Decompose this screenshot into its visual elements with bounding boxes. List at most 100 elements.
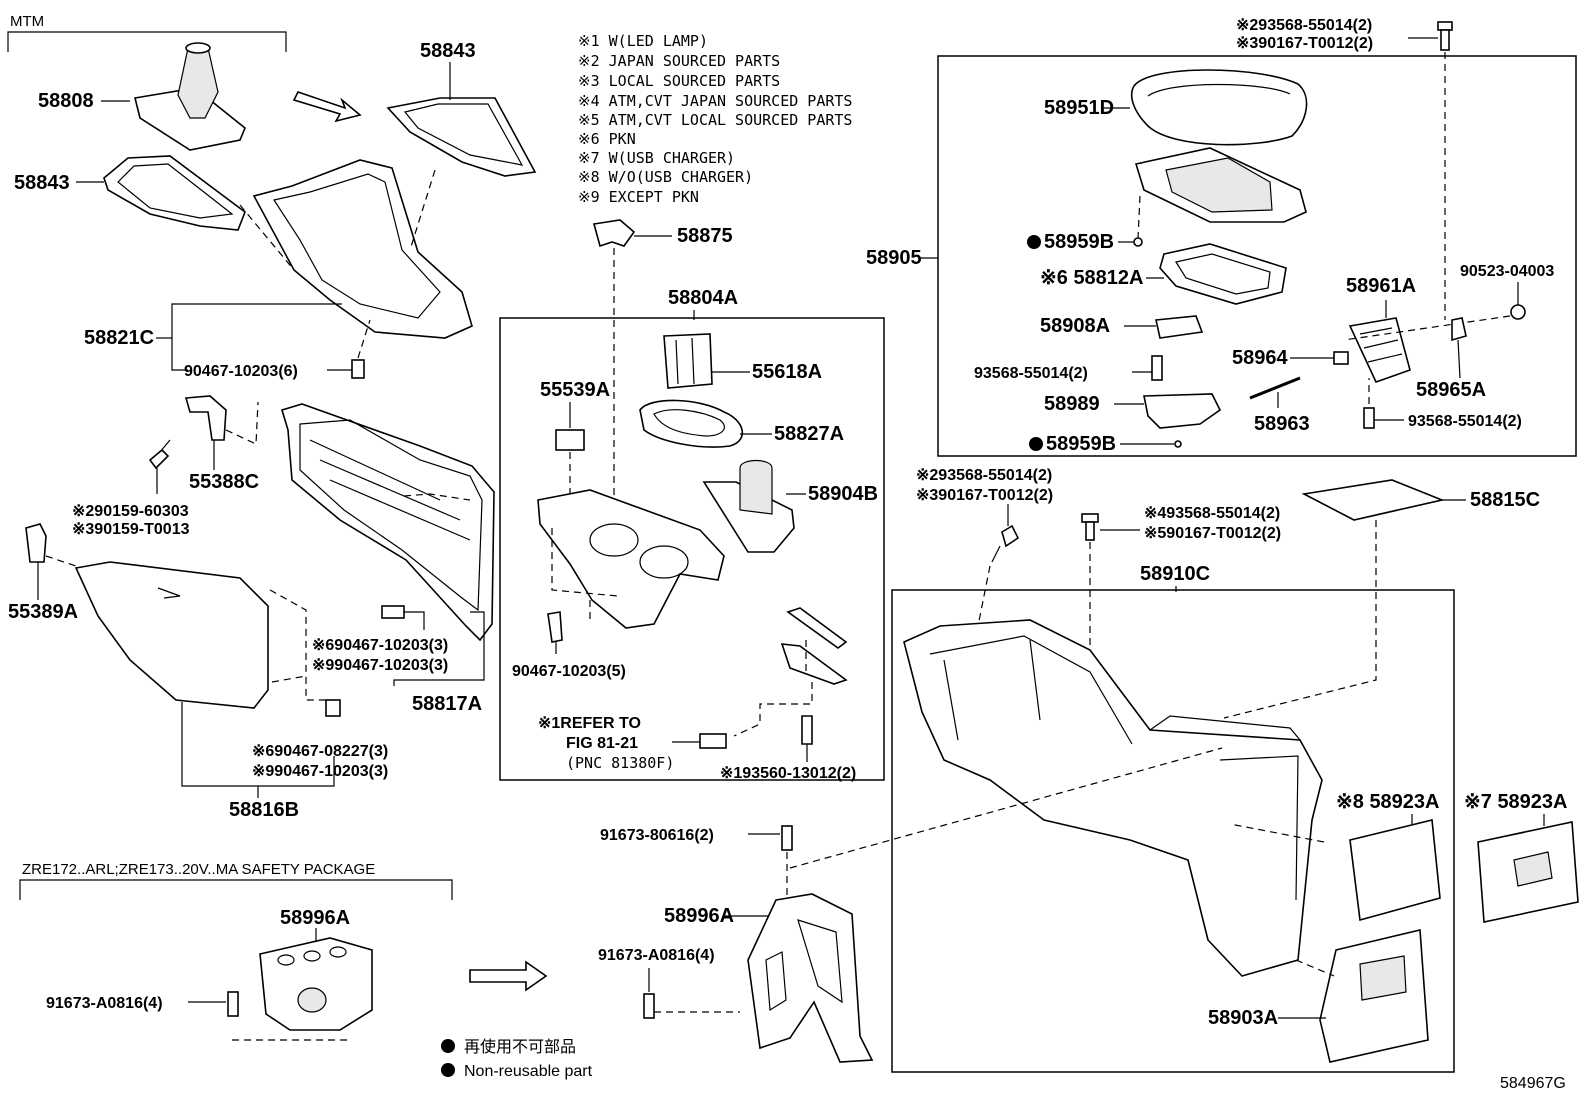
mat-55618a-part [663, 333, 713, 389]
cup-holder-base-part [537, 489, 725, 629]
bracket-58989-part [1143, 393, 1222, 429]
label-58910c: 58910C [1140, 563, 1210, 585]
clip-58875-part [592, 219, 636, 248]
label-90467-10203-3c: ※990467-10203(3) [252, 763, 388, 780]
legend-text-en: Non-reusable part [464, 1063, 593, 1080]
console-box-part [903, 619, 1323, 977]
label-58996a-center: 58996A [664, 905, 734, 927]
armrest-group-box [937, 55, 1577, 457]
label-58923a-7: ※7 58923A [1464, 791, 1568, 813]
label-55539a: 55539A [540, 379, 610, 401]
label-58817a: 58817A [412, 693, 482, 715]
label-58965a: 58965A [1416, 379, 1486, 401]
label-mid-bolt-3: ※493568-55014(2) [1144, 505, 1280, 522]
label-58875: 58875 [677, 225, 733, 247]
safety-package-bracket [19, 879, 453, 900]
label-mid-bolt-2: ※390167-T0012(2) [916, 487, 1053, 504]
bracket-55389a-part [25, 523, 47, 563]
armrest-tray-part [1134, 147, 1307, 223]
note-8: ※8 W/O(USB CHARGER) [578, 168, 753, 186]
label-91673-a0816-center: 91673-A0816(4) [598, 947, 715, 964]
cover-58923a-w-o-usb-part [1349, 819, 1441, 922]
bracket-58996a-left-part [259, 937, 373, 1031]
label-58843-top: 58843 [420, 40, 476, 62]
cup-holder-58904b-part [702, 459, 795, 553]
shift-boot-part [134, 42, 246, 151]
label-mid-bolt-1: ※293568-55014(2) [916, 467, 1052, 484]
arrow-mtm-right [292, 91, 362, 123]
label-58963: 58963 [1254, 413, 1310, 435]
label-55389a: 55389A [8, 601, 78, 623]
label-58808: 58808 [38, 90, 94, 112]
label-90159-t0013: ※390159-T0013 [72, 521, 190, 538]
label-58959b-top: 58959B [1044, 231, 1114, 253]
lamp-bracket-part [780, 607, 848, 685]
label-93568-55014-right: 93568-55014(2) [1408, 413, 1522, 430]
mtm-bracket [7, 31, 287, 52]
label-58903a: 58903A [1208, 1007, 1278, 1029]
bracket-55388c-part [184, 395, 227, 441]
screw-93560-part [801, 715, 813, 745]
label-90159-60303: ※290159-60303 [72, 503, 189, 520]
note-7: ※7 W(USB CHARGER) [578, 149, 735, 167]
mid-bolt-left-part [991, 524, 1020, 563]
label-55388c: 55388C [189, 471, 259, 493]
label-93568-55014-left: 93568-55014(2) [974, 365, 1088, 382]
label-mid-bolt-4: ※590167-T0012(2) [1144, 525, 1281, 542]
nonreusable-dot-bottom [1029, 437, 1043, 451]
label-93560-13012: ※193560-13012(2) [720, 765, 856, 782]
side-panel-right-part [281, 403, 495, 642]
label-top-bolt-1: ※293568-55014(2) [1236, 17, 1372, 34]
mtm-label: MTM [10, 13, 44, 30]
label-58904b: 58904B [808, 483, 878, 505]
screw-90159-part [148, 439, 171, 470]
safety-package-label: ZRE172..ARL;ZRE173..20V..MA SAFETY PACKA… [22, 861, 375, 878]
label-91673-a0816-left: 91673-A0816(4) [46, 995, 163, 1012]
label-90467-08227: ※690467-08227(3) [252, 743, 388, 760]
refer-note: ※1REFER TO FIG 81-21 (PNC 81380F) [538, 715, 674, 772]
clip-90523-part [1510, 304, 1526, 320]
ring-58827a-part [639, 399, 743, 448]
label-58827a: 58827A [774, 423, 844, 445]
refer-line3: (PNC 81380F) [566, 754, 674, 772]
legend: 再使用不可部品 Non-reusable part [441, 1038, 593, 1080]
bracket-58996a-part [747, 893, 874, 1063]
label-58961a: 58961A [1346, 275, 1416, 297]
shift-bezel-upper-part [386, 97, 537, 177]
rear-panel-58903a-part [1319, 929, 1429, 1063]
hinge-58908a-part [1155, 315, 1204, 339]
led-lamp-part [699, 733, 727, 749]
bolt-91673-80616-part [781, 825, 793, 851]
note-4: ※4 ATM,CVT JAPAN SOURCED PARTS [578, 92, 852, 110]
side-panel-left-part [74, 561, 269, 709]
figure-code: 584967G [1500, 1075, 1566, 1092]
nonreusable-dot-top [1027, 235, 1041, 249]
arrow-safety-package [469, 960, 548, 992]
lamp-55539a-part [555, 429, 585, 451]
note-1: ※1 W(LED LAMP) [578, 32, 708, 50]
label-58843-left: 58843 [14, 172, 70, 194]
center-panel-part [252, 159, 473, 339]
note-3: ※3 LOCAL SOURCED PARTS [578, 72, 780, 90]
label-58815c: 58815C [1470, 489, 1540, 511]
label-58816b: 58816B [229, 799, 299, 821]
label-top-bolt-2: ※390167-T0012(2) [1236, 35, 1373, 52]
note-6: ※6 PKN [578, 130, 636, 148]
console-box-group [891, 589, 1455, 1073]
bolt-91673-a0816-left-part [227, 991, 239, 1017]
legend-text-jp: 再使用不可部品 [464, 1038, 576, 1056]
screw-93568-left-part [1151, 355, 1163, 381]
spring-58964-part [1333, 351, 1349, 365]
legend-dot-jp [441, 1039, 455, 1053]
label-90467-10203-3b: ※990467-10203(3) [312, 657, 448, 674]
label-90467-10203-5: 90467-10203(5) [512, 663, 626, 680]
label-90523-04003: 90523-04003 [1460, 263, 1554, 280]
notes-block: ※1 W(LED LAMP) ※2 JAPAN SOURCED PARTS ※3… [578, 32, 852, 206]
note-9: ※9 EXCEPT PKN [578, 188, 699, 206]
label-58951d: 58951D [1044, 97, 1114, 119]
label-55618a: 55618A [752, 361, 822, 383]
screw-93568-right-part [1363, 407, 1375, 429]
label-58923a-8: ※8 58923A [1336, 791, 1440, 813]
pin-58963-part [1249, 376, 1301, 400]
